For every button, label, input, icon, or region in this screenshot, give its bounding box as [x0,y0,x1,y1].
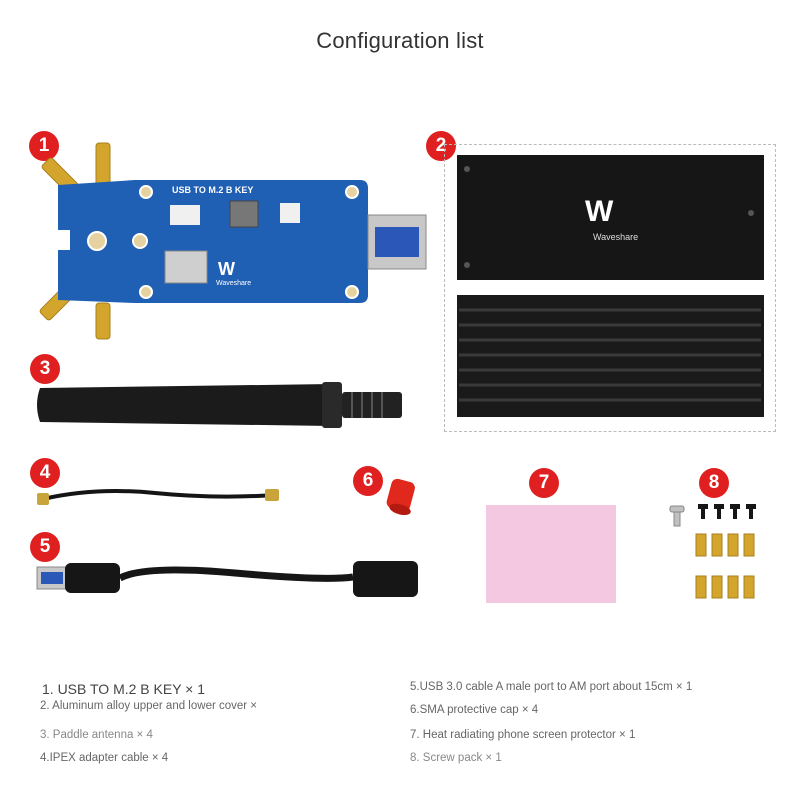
item-1: 1. USB TO M.2 B KEY × 1 [42,681,206,697]
badge-1: 1 [29,131,59,161]
board-label: USB TO M.2 B KEY [172,185,253,195]
item-6: 6.SMA protective cap × 4 [410,704,539,716]
item-2: 2. Aluminum alloy upper and lower cover … [40,700,258,712]
screw-pack-illustration [669,504,756,599]
item-8: 8. Screw pack × 1 [410,752,502,764]
usb-m2-board-illustration: USB TO M.2 B KEY Waveshare W [39,142,427,340]
badge-6: 6 [353,466,383,496]
thermal-pad-illustration [486,505,616,603]
badge-2: 2 [426,131,456,161]
page-title: Configuration list [316,28,484,53]
item-4: 4.IPEX adapter cable × 4 [40,752,169,764]
board-brand-text: Waveshare [216,280,251,287]
case-logo-icon: W [585,195,614,228]
badge-8: 8 [699,468,729,498]
badge-4: 4 [30,458,60,488]
case-frame [444,144,776,432]
usb-cable-illustration [36,561,418,597]
board-logo-icon: W [218,259,235,279]
paddle-antenna-illustration [37,382,402,428]
item-3: 3. Paddle antenna × 4 [40,729,153,741]
case-brand-text: Waveshare [593,232,638,242]
aluminum-case-illustration: W Waveshare [457,155,764,417]
sma-cap-illustration [386,478,415,516]
item-7: 7. Heat radiating phone screen protector… [410,729,636,741]
badge-3: 3 [30,354,60,384]
ipex-cable-illustration [37,489,279,505]
badge-7: 7 [529,468,559,498]
item-5: 5.USB 3.0 cable A male port to AM port a… [410,681,693,693]
badge-5: 5 [30,532,60,562]
